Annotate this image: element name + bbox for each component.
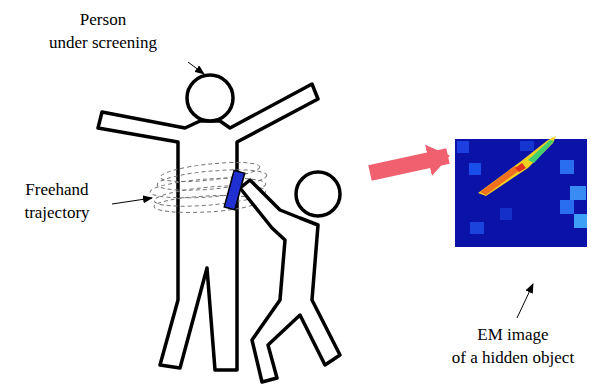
leader-arrow xyxy=(188,62,204,74)
annotation-label: EM image of a hidden object xyxy=(428,323,596,369)
annotation-label: Freehand trajectory xyxy=(2,178,112,224)
screened-person-head xyxy=(187,75,233,121)
em-image xyxy=(455,136,587,247)
operator-head xyxy=(296,172,340,216)
result-arrow xyxy=(370,156,448,173)
annotation-label: Person under screening xyxy=(23,8,183,54)
leader-arrow xyxy=(517,284,533,318)
leader-arrow xyxy=(112,198,152,204)
handheld-scanner xyxy=(224,170,244,210)
